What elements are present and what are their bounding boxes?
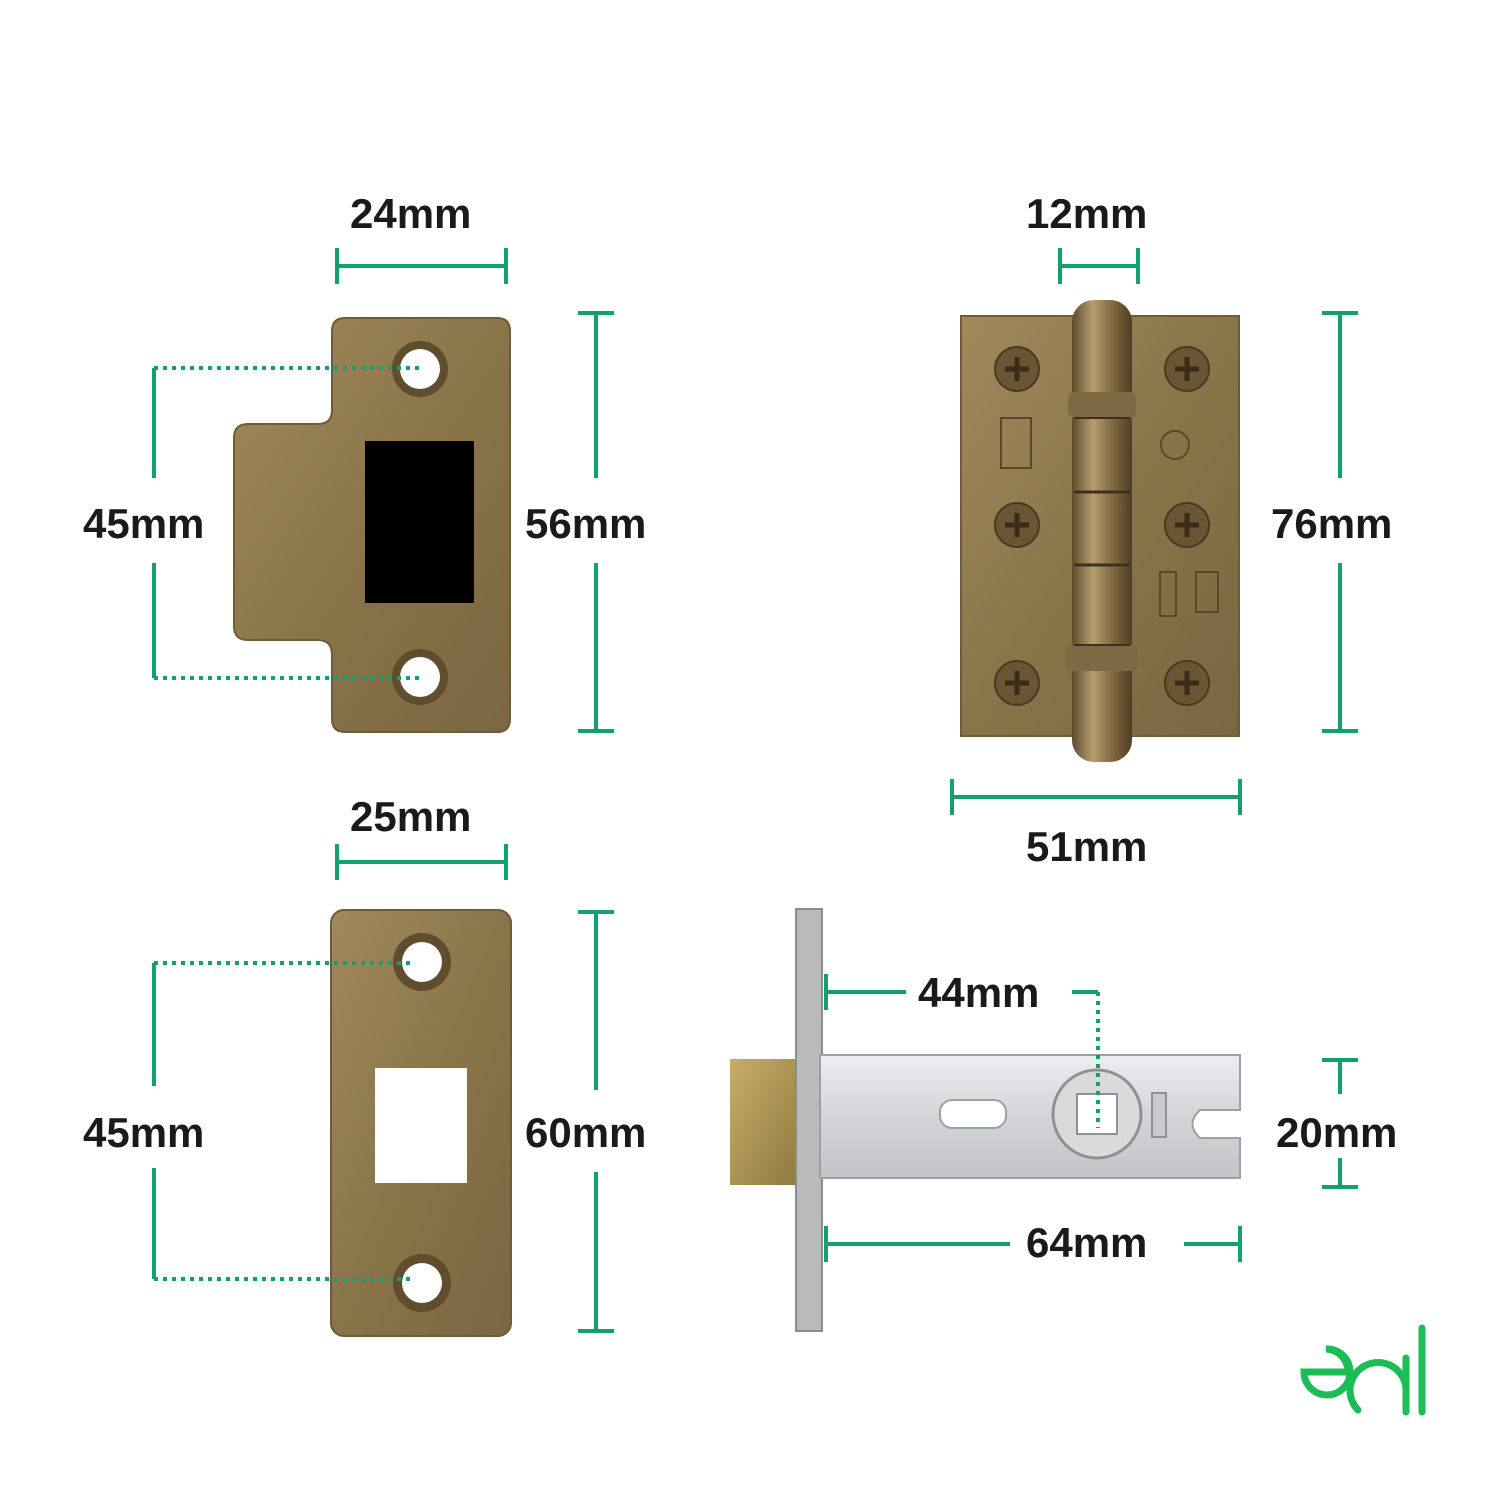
hinge-height-label: 76mm [1271, 500, 1393, 547]
hinge-height-dimension [1322, 311, 1358, 733]
strike-hole-spacing-label: 45mm [83, 500, 205, 547]
strike-height-label: 56mm [525, 500, 647, 547]
latch-length-label: 64mm [1026, 1219, 1148, 1266]
hinge-width-label: 51mm [1026, 823, 1148, 870]
forend-width-label: 25mm [350, 793, 472, 840]
hinge-knuckle-dimension [1058, 248, 1140, 284]
forend-width-dimension [335, 844, 508, 880]
strike-plate [233, 317, 511, 733]
forend-hole-spacing-dimension [152, 961, 410, 1281]
strike-width-label: 24mm [350, 190, 472, 237]
hinge-width-dimension [950, 779, 1242, 815]
forend-hole-spacing-label: 45mm [83, 1109, 205, 1156]
latch-case-height-label: 20mm [1276, 1109, 1398, 1156]
eai-logo-icon [1300, 1324, 1426, 1416]
forend-height-dimension [578, 910, 614, 1333]
latch-length-dimension [824, 1226, 1242, 1262]
hinge-screw-icon [994, 346, 1210, 706]
strike-hole-spacing-dimension [152, 366, 420, 680]
forend-plate [330, 909, 512, 1337]
strike-height-dimension [578, 311, 614, 733]
strike-width-dimension [335, 248, 508, 284]
hinge-markings-icon [1000, 417, 1219, 617]
hinge [960, 300, 1240, 762]
hinge-knuckle-label: 12mm [1026, 190, 1148, 237]
tubular-latch [730, 908, 1241, 1332]
forend-height-label: 60mm [525, 1109, 647, 1156]
latch-backset-label: 44mm [918, 969, 1040, 1016]
latch-height-dimension [1322, 1058, 1358, 1189]
latch-backset-dimension [824, 974, 1100, 1128]
